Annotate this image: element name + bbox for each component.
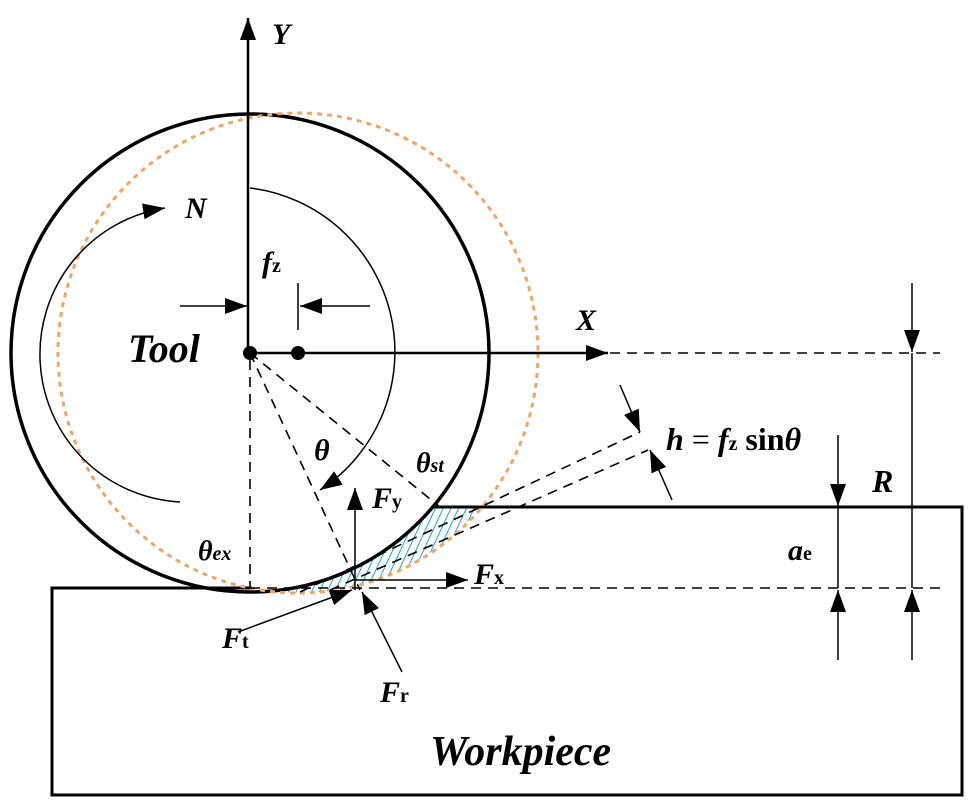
h-dimension xyxy=(619,384,673,501)
dimension-arrows xyxy=(830,283,920,660)
rotation-arrow xyxy=(39,203,181,503)
theta-arc xyxy=(249,187,396,491)
chip-area xyxy=(250,507,481,593)
workpiece-label: Workpiece xyxy=(430,729,611,775)
offset-center xyxy=(291,346,305,360)
ae-label: ae xyxy=(788,534,812,567)
ft-label: Ft xyxy=(221,622,249,655)
feed-label: fz xyxy=(262,246,281,279)
rotation-label: N xyxy=(184,192,208,225)
h-formula: h = fz sinθ xyxy=(666,421,802,457)
workpiece-outline xyxy=(50,505,964,797)
construction-lines xyxy=(249,352,940,593)
force-arrows xyxy=(237,488,468,673)
tool-center xyxy=(243,346,257,360)
y-axis-label: Y xyxy=(272,18,293,51)
theta-st-label: θst xyxy=(416,448,445,479)
x-axis-label: X xyxy=(575,304,597,337)
fx-label: Fx xyxy=(473,558,504,591)
radius-label: R xyxy=(871,463,893,499)
fy-label: Fy xyxy=(371,482,402,515)
tool-label: Tool xyxy=(128,326,201,371)
fr-label: Fr xyxy=(379,676,409,709)
theta-label: θ xyxy=(314,434,330,467)
theta-ex-label: θex xyxy=(198,536,231,567)
